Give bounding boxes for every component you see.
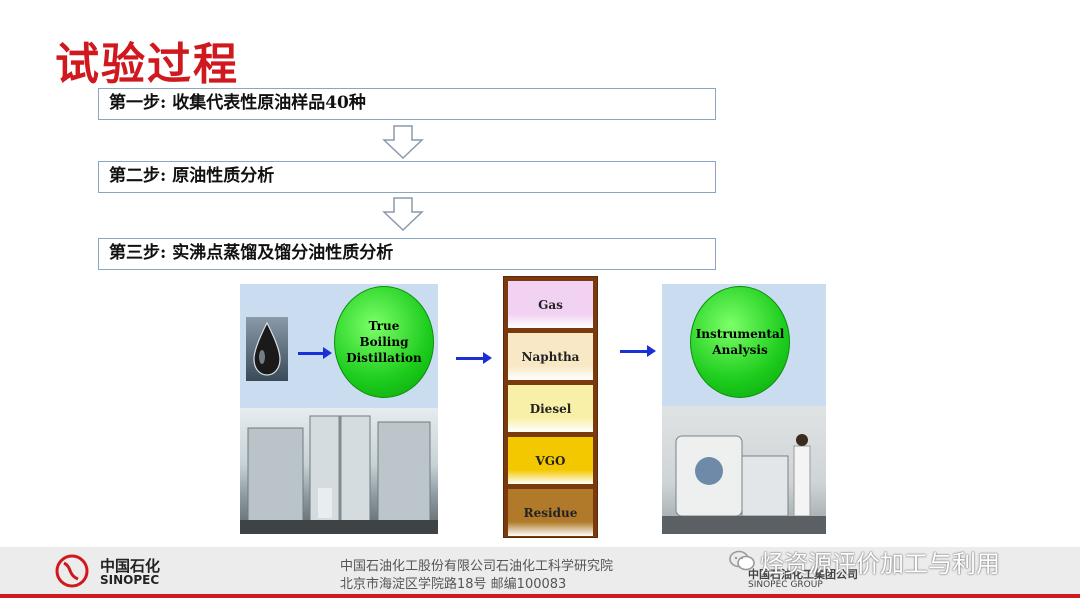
group-english: SINOPEC GROUP — [748, 580, 823, 590]
fractions-column: Gas Naphtha Diesel VGO Residue — [503, 276, 598, 538]
group-chinese: 中国石油化工集团公司 — [748, 568, 858, 581]
watermark-text: 烃资源评价加工与利用 — [760, 550, 1000, 578]
fraction-label: Diesel — [529, 401, 572, 416]
down-arrow-icon — [382, 125, 424, 159]
fraction-diesel: Diesel — [508, 385, 593, 432]
fraction-label: Gas — [538, 297, 563, 312]
logo-chinese: 中国石化 — [100, 557, 161, 575]
fraction-label: Naphtha — [521, 349, 580, 364]
fraction-residue: Residue — [508, 489, 593, 536]
distillation-unit-photo — [240, 408, 438, 534]
analysis-label-line: Instrumental — [695, 327, 785, 341]
fraction-vgo: VGO — [508, 437, 593, 484]
footer-accent-line — [0, 594, 1080, 598]
fraction-label: VGO — [535, 453, 566, 468]
page-title: 试验过程 — [55, 39, 239, 90]
analysis-label-line: Analysis — [712, 343, 768, 357]
tbp-oval: True Boiling Distillation — [334, 286, 434, 398]
institute-address: 北京市海淀区学院路18号 邮编100083 — [340, 577, 567, 592]
flow-arrow-icon — [298, 347, 332, 359]
logo-english: SINOPEC — [100, 573, 160, 587]
step-2-box: 第二步: 原油性质分析 — [98, 161, 716, 193]
step-1-box: 第一步: 收集代表性原油样品40种 — [98, 88, 716, 120]
institute-name: 中国石油化工股份有限公司石油化工科学研究院 — [340, 559, 614, 574]
tbp-label-line: True — [368, 319, 400, 333]
fraction-label: Residue — [523, 505, 578, 520]
down-arrow-icon — [382, 197, 424, 231]
flow-arrow-icon — [620, 345, 656, 357]
analysis-oval: Instrumental Analysis — [690, 286, 790, 398]
footer-bar — [0, 547, 1080, 595]
fraction-gas: Gas — [508, 281, 593, 328]
nmr-instrument-photo — [662, 406, 826, 534]
fraction-naphtha: Naphtha — [508, 333, 593, 380]
oil-drop-image — [246, 317, 288, 381]
tbp-label-line: Distillation — [346, 351, 422, 365]
flow-arrow-icon — [456, 352, 492, 364]
sinopec-logo-icon — [55, 554, 89, 588]
tbp-label-line: Boiling — [359, 335, 409, 349]
wechat-icon — [729, 550, 755, 571]
step-3-box: 第三步: 实沸点蒸馏及馏分油性质分析 — [98, 238, 716, 270]
oil-drop-icon — [253, 321, 281, 376]
